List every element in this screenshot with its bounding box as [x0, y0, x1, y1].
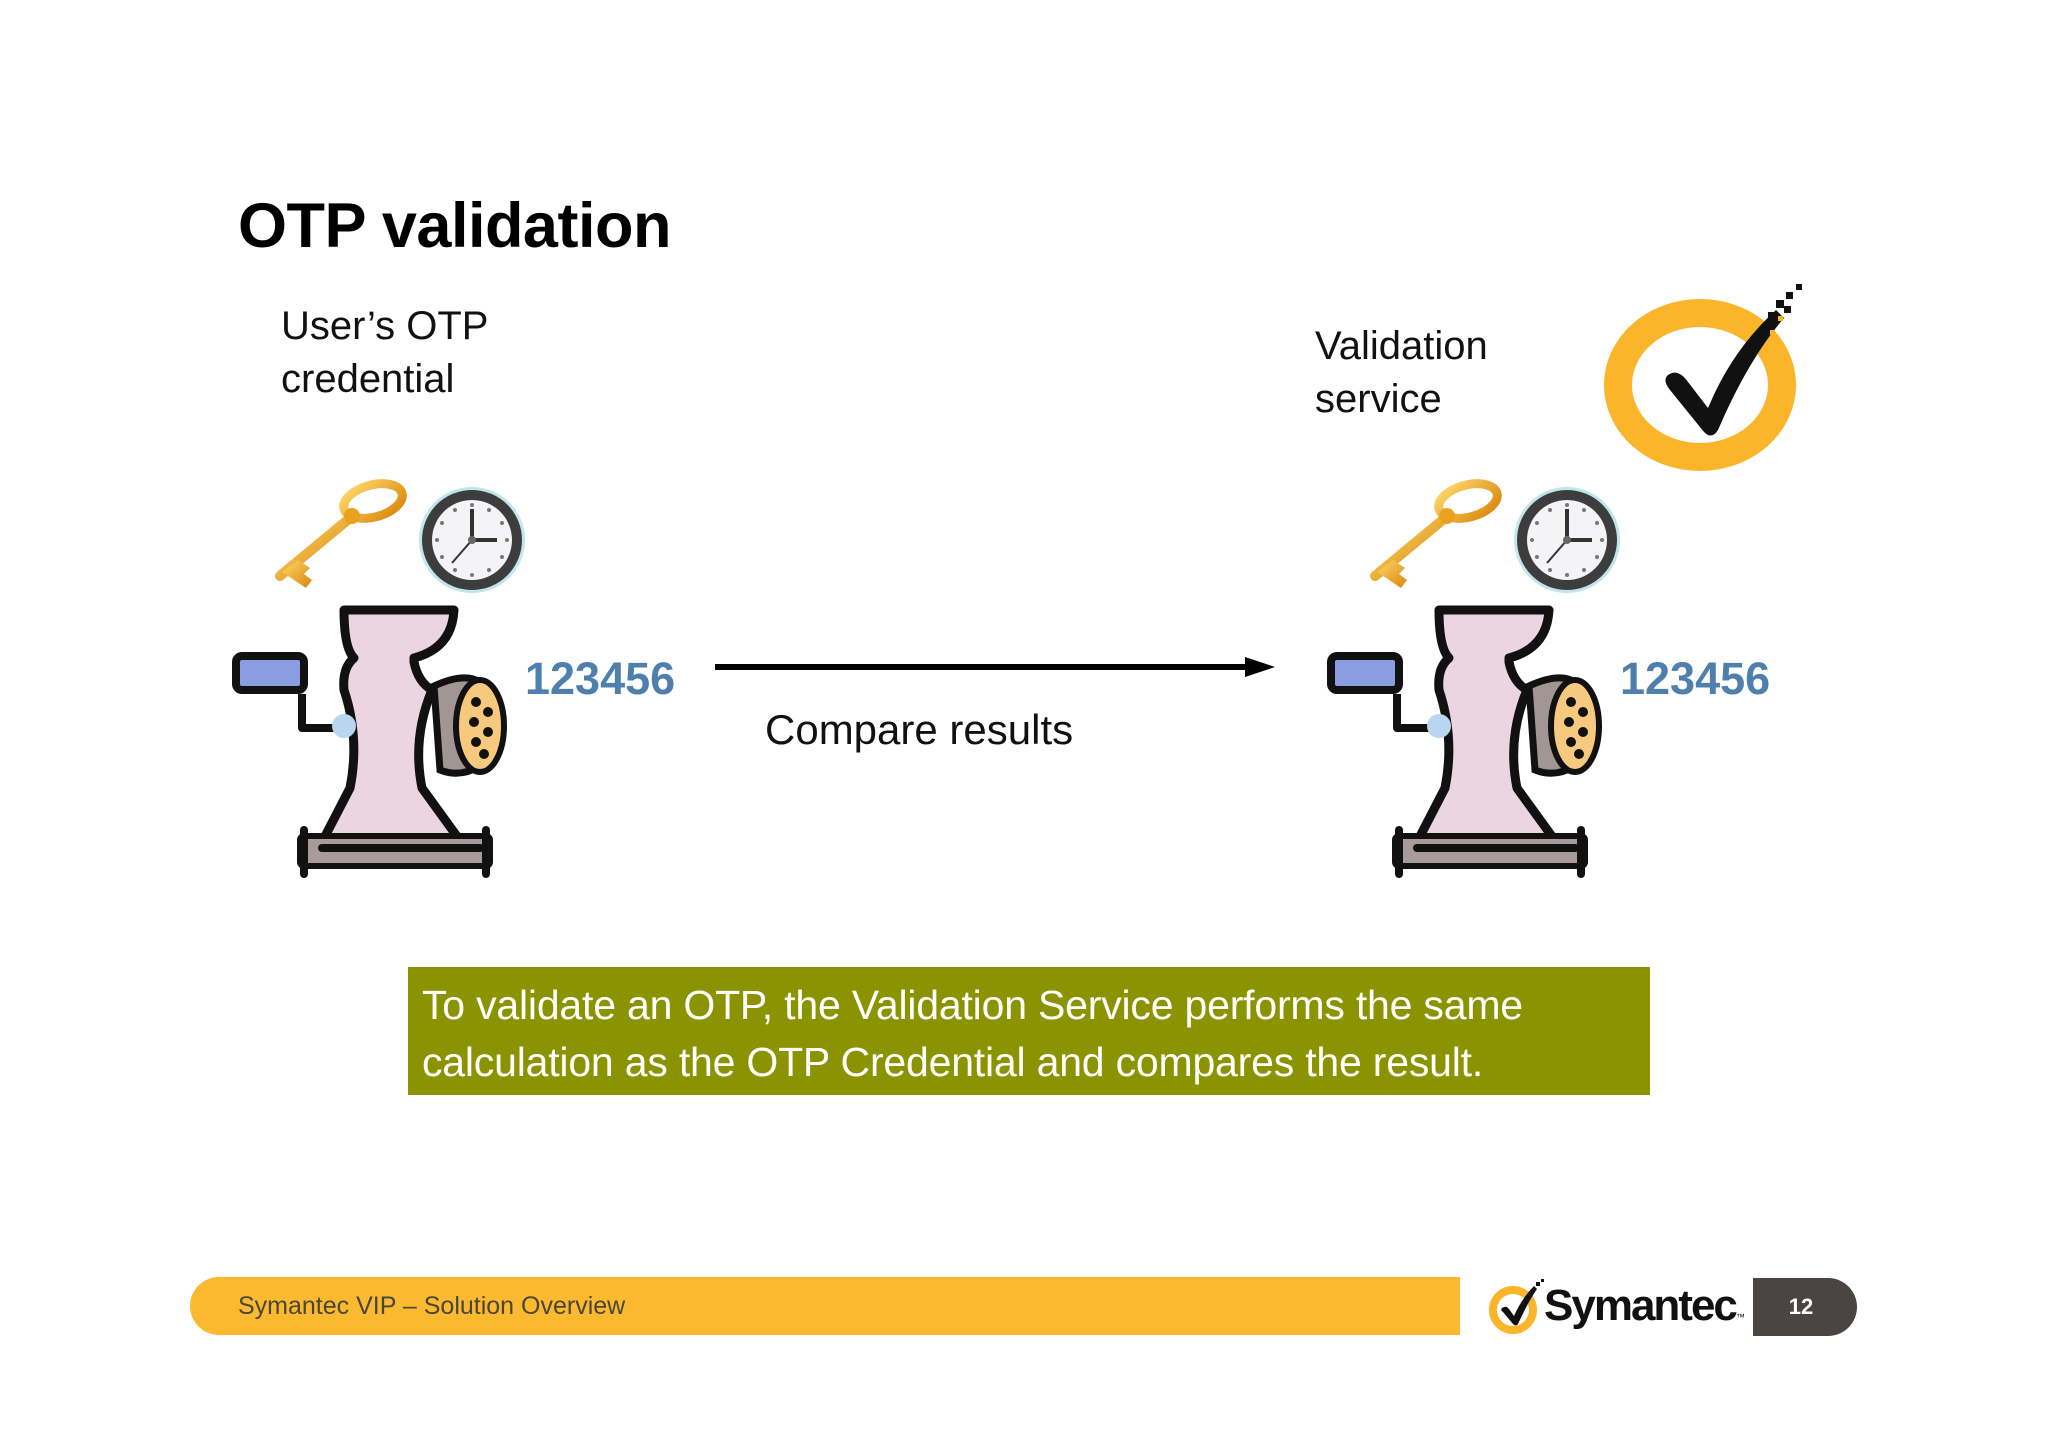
footer-title: Symantec VIP – Solution Overview — [238, 1292, 626, 1320]
validation-otp-value: 123456 — [1620, 653, 1771, 704]
clock-icon — [419, 487, 525, 593]
page-number: 12 — [1753, 1278, 1857, 1336]
meat-grinder-icon — [1327, 605, 1602, 878]
symantec-footer-logo: Symantec™ — [1488, 1274, 1745, 1338]
meat-grinder-icon — [232, 605, 507, 878]
symantec-checkmark-icon — [1489, 1279, 1544, 1334]
brand-name: Symantec — [1544, 1281, 1738, 1330]
callout-line-1: To validate an OTP, the Validation Servi… — [422, 982, 1523, 1028]
explanation-callout: To validate an OTP, the Validation Servi… — [408, 967, 1650, 1095]
compare-results-label: Compare results — [765, 706, 1074, 753]
validation-service-label: Validation service — [1315, 324, 1488, 421]
compare-arrow-icon — [715, 657, 1275, 677]
trademark-symbol: ™ — [1735, 1312, 1745, 1322]
slide-title: OTP validation — [238, 191, 671, 261]
key-icon — [275, 479, 407, 588]
footer-bar — [190, 1277, 1460, 1335]
symantec-wordmark: Symantec™ — [1544, 1280, 1745, 1343]
clock-icon — [1514, 487, 1620, 593]
users-otp-credential-label: User’s OTP credential — [281, 304, 489, 401]
symantec-checkmark-logo-icon — [1604, 284, 1802, 471]
callout-line-2: calculation as the OTP Credential and co… — [422, 1039, 1484, 1085]
user-otp-value: 123456 — [525, 653, 676, 704]
key-icon — [1370, 479, 1502, 588]
